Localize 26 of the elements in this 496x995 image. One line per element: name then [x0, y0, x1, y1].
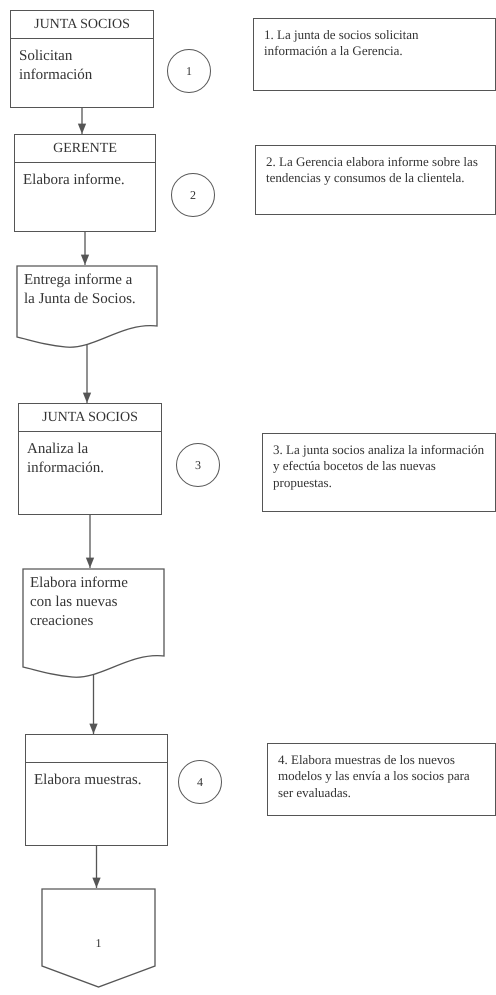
description-box: 2. La Gerencia elabora informe sobre las tendencias y consumos de la clientela. [255, 145, 496, 215]
step-number: 2 [171, 173, 215, 217]
connector-number: 1 [96, 936, 102, 950]
process-text: Elabora muestras. [34, 772, 142, 788]
arrow [80, 232, 90, 265]
process-text: Solicitan información [19, 48, 92, 83]
arrow [92, 846, 101, 888]
description-box: 3. La junta socios analiza la información y efectúa bocetos de las nuevas propuestas. [262, 433, 496, 512]
document-text: Elabora informe con las nuevas creaciones [30, 575, 128, 628]
step-number: 4 [178, 760, 222, 804]
arrow [86, 515, 94, 568]
role-title: GERENTE [53, 140, 117, 156]
description-box: 4. Elabora muestras de los nuevos modelos y las envía a los socios para ser evaluadas. [267, 743, 496, 816]
arrow [78, 108, 86, 134]
role-title: JUNTA SOCIOS [42, 410, 138, 426]
document-text: Entrega informe a la Junta de Socios. [24, 272, 136, 307]
step-number: 1 [167, 49, 211, 93]
step-number: 3 [176, 443, 220, 487]
role-title: JUNTA SOCIOS [34, 16, 130, 32]
process-box [25, 734, 168, 846]
process-text: Elabora informe. [23, 172, 125, 188]
process-box [10, 10, 154, 108]
process-box [18, 403, 162, 515]
process-text: Analiza la información. [27, 441, 104, 476]
description-box: 1. La junta de socios solicitan información a la Gerencia. [253, 18, 496, 91]
process-box [14, 134, 156, 232]
